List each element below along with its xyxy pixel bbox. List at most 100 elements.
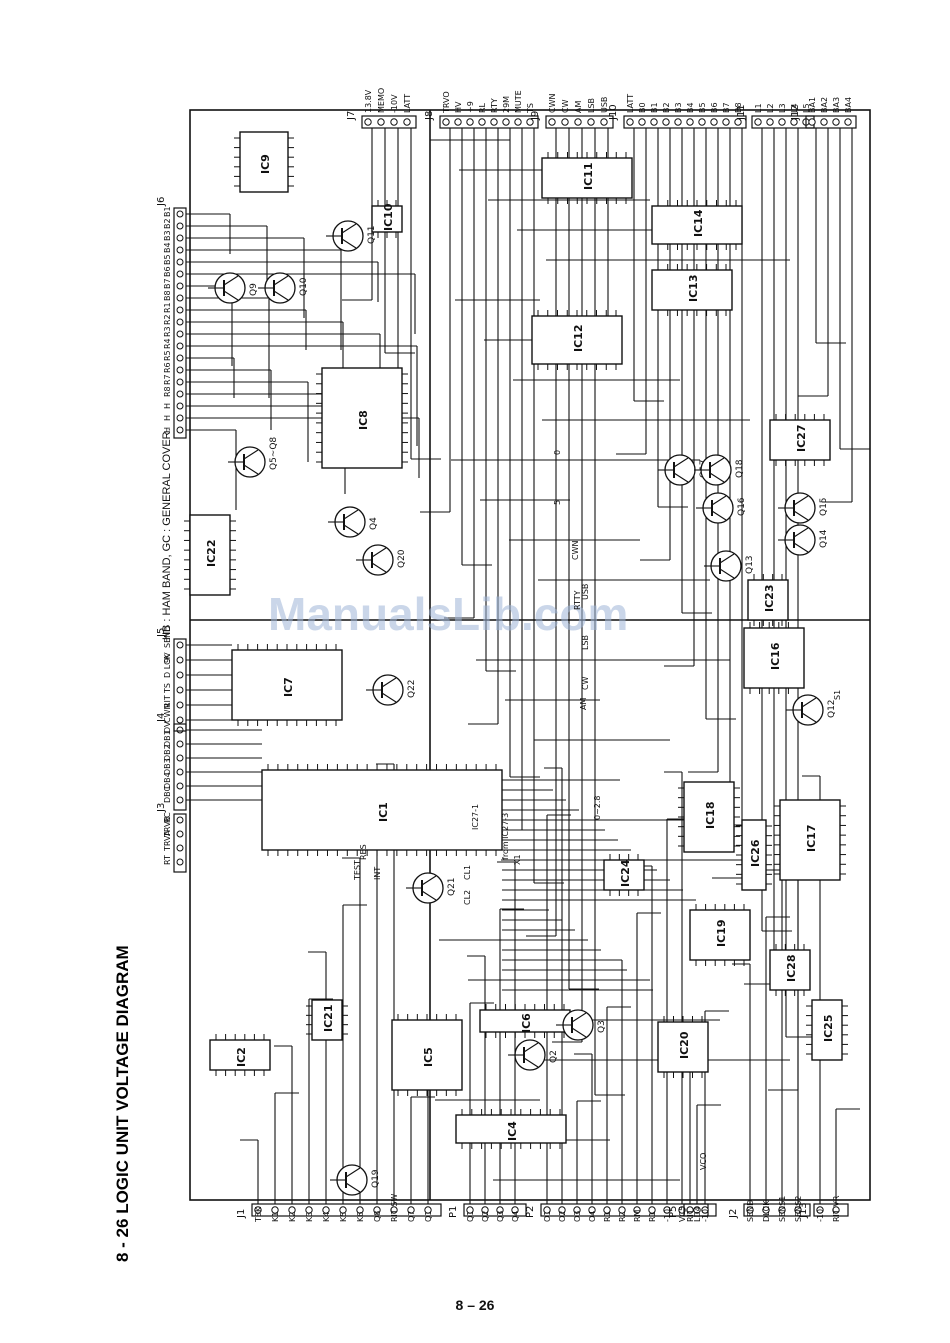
connector-pin-label: Q1 <box>466 1211 475 1222</box>
connector-pin-label: B3 <box>163 230 172 241</box>
connector-pin-label: B6 <box>710 102 719 113</box>
connector-pin-label: BA4 <box>844 97 853 113</box>
connector-pin-label: RTY <box>490 98 499 113</box>
transistor-q5-q8: Q5~Q8 <box>228 437 279 478</box>
ic-ic18: IC18 <box>678 781 740 853</box>
connector-pin-label: RC <box>163 812 172 823</box>
connector-name: J4 <box>156 713 167 723</box>
connector-pin-label: 29M <box>502 96 511 113</box>
ic-label: IC28 <box>785 955 798 982</box>
connector-pin-label: B3 <box>674 102 683 113</box>
transistor-label: Q11 <box>367 225 377 244</box>
connector-pin-label: B2 <box>662 102 671 113</box>
connector-pin-label: L4 <box>790 103 799 113</box>
connector-pin-label: K3 <box>305 1212 314 1222</box>
connector-pin-label: Q2 <box>481 1211 490 1222</box>
transistor-label: Q5~Q8 <box>269 437 279 470</box>
connector-pin-label: -10 <box>816 1209 825 1222</box>
transistor-q4: Q4 <box>328 506 379 538</box>
connector-pin-label: AM <box>574 101 583 113</box>
ic-ic25: IC25 <box>806 999 848 1061</box>
misc-label: VCO <box>699 1153 708 1170</box>
connector-pin-label: BA3 <box>832 97 841 113</box>
connector-pin-label: B2 <box>163 218 172 229</box>
diagram-title: 8 - 26 LOGIC UNIT VOLTAGE DIAGRAM <box>113 945 132 1262</box>
connector-pin-label: Q3 <box>496 1211 505 1222</box>
ic-ic5: IC5 <box>391 1014 463 1096</box>
misc-label: CW <box>581 676 590 690</box>
connector-pin-label: USB <box>600 97 609 113</box>
misc-label: RES <box>359 844 368 860</box>
ic-ic10: IC10 <box>371 200 403 238</box>
transistor-label: Q10 <box>299 277 309 296</box>
transistor-label: Q16 <box>737 497 747 516</box>
connector-pin-label: R5 <box>163 350 172 361</box>
connector-pin-label: R8 <box>163 386 172 397</box>
connector-pin-label: K1 <box>271 1212 280 1222</box>
svg-text:8 - 26 LOGIC UNIT VOLTAGE DI: 8 - 26 LOGIC UNIT VOLTAGE DIAGRAM <box>113 945 132 1262</box>
ic-label: IC16 <box>769 642 782 670</box>
connector-name: J7 <box>346 111 357 121</box>
connector-pin-label: L3 <box>778 103 787 113</box>
transistor-layer: Q2Q3Q4Q5~Q8Q9Q10Q11Q12Q13Q14Q15Q16Q17Q18… <box>208 220 837 1196</box>
connector-pin-label: TRVB <box>163 816 172 838</box>
ic-label: IC18 <box>704 802 717 829</box>
transistor-q9: Q9 <box>208 272 259 304</box>
connector-pin-label: 13.8V <box>364 89 373 113</box>
misc-label: IC27-1 <box>471 804 480 830</box>
ic-label: IC2 <box>235 1047 248 1067</box>
connector-pin-label: BA1 <box>808 97 817 113</box>
transistor-q13: Q13 <box>704 550 755 582</box>
connector-name: J3 <box>156 803 167 813</box>
ic-ic6: IC6 <box>479 1004 571 1038</box>
connector-pin-label: SEND <box>746 1200 755 1222</box>
connector-pin-label: RIT VR <box>832 1195 841 1222</box>
connector-pin-label: R7 <box>163 374 172 385</box>
connector-pin-label: 9V <box>163 652 172 663</box>
misc-label: INT <box>373 867 382 880</box>
connector-pin-label: B7 <box>722 102 731 113</box>
ic-ic24: IC24 <box>603 854 645 896</box>
connector-pin-label: SENS2 <box>794 1196 803 1222</box>
connector-pin-label: B0 <box>638 102 647 113</box>
ic-label: IC23 <box>763 585 776 612</box>
connector-pin-label: K6 <box>356 1212 365 1222</box>
connector-pin-label: TS <box>526 103 535 114</box>
connector-pin-label: CWN <box>548 94 557 113</box>
connector-pin-label: Q7 <box>407 1211 416 1222</box>
misc-label: 0~2.8 <box>593 795 602 820</box>
connector-pin-label: B4 <box>686 102 695 113</box>
transistor-label: Q21 <box>447 877 457 896</box>
connector-name: J2 <box>728 1209 739 1219</box>
ic-ic12: IC12 <box>531 310 623 370</box>
misc-label: CL2 <box>463 890 472 905</box>
transistor-q2: Q2 <box>508 1039 559 1071</box>
connector-pin-label: B5 <box>163 254 172 265</box>
connector-pin-label: O3 <box>573 1211 582 1222</box>
connector-pin-label: LATT <box>626 94 635 113</box>
transistor-label: Q13 <box>745 555 755 574</box>
misc-label: TEST <box>353 860 362 881</box>
connector-pin-label: HV <box>454 101 463 113</box>
transistor-label: Q22 <box>407 679 417 698</box>
connector-pin-label: B6 <box>163 266 172 277</box>
misc-label: USB <box>581 584 590 600</box>
connector-pin-label: SENS1 <box>778 1196 787 1222</box>
connector-name: J8 <box>424 111 435 121</box>
transistor-q18: Q18 <box>694 454 745 486</box>
misc-label: S1 <box>833 690 842 700</box>
connector-pin-label: VC5 <box>678 1206 687 1222</box>
transistor-label: Q12 <box>827 699 837 718</box>
ic-label: IC12 <box>572 325 585 352</box>
ic-label: IC8 <box>357 410 370 430</box>
connector-pin-label: Q4 <box>511 1211 520 1222</box>
connector-name: J1 <box>236 1209 247 1219</box>
connector-pin-label: L1 <box>754 103 763 113</box>
watermark: ManualsLib.com <box>268 588 628 640</box>
connector-name: P5 <box>668 1206 679 1218</box>
